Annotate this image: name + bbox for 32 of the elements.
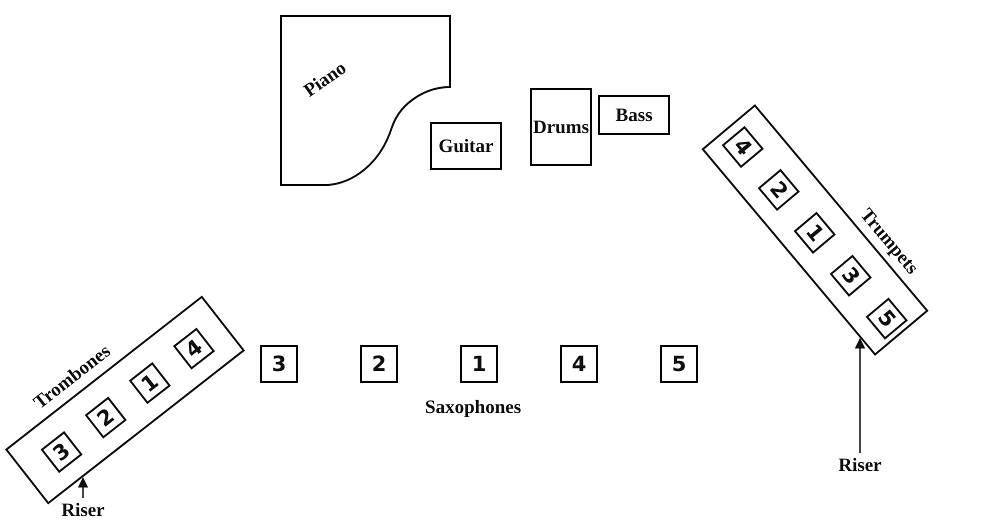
seat-number: 3 [838, 263, 864, 288]
seat-box [360, 345, 398, 383]
seat-number: 1 [138, 370, 162, 396]
riser-platform [701, 104, 929, 356]
instrument-label: Drums [533, 118, 589, 136]
seat-number: 4 [572, 354, 586, 374]
leader-arrow [78, 477, 88, 498]
seat-number: 1 [802, 220, 828, 246]
instrument-box [530, 88, 592, 166]
seat-box [460, 345, 498, 383]
seat-number: 2 [766, 178, 792, 202]
seat-box [260, 345, 298, 383]
seat-number: 3 [49, 439, 74, 465]
seat-number: 4 [182, 336, 206, 362]
instrument-label: Guitar [438, 136, 494, 156]
riser-label: Riser [835, 455, 885, 477]
seat-box [560, 345, 598, 383]
seat-number: 3 [272, 354, 286, 374]
seat-number: 5 [874, 306, 900, 331]
seat-box [660, 345, 698, 383]
section-label: Saxophones [425, 398, 522, 417]
seat-number: 1 [472, 354, 486, 374]
instrument-label: Bass [616, 106, 652, 124]
seat-number: 4 [730, 134, 756, 160]
seat-number: 2 [94, 404, 118, 430]
instrument-label: Piano [300, 58, 350, 101]
leader-arrow [854, 338, 866, 453]
seat-number: 2 [372, 354, 386, 374]
instrument-box [598, 95, 670, 135]
instrument-box [430, 122, 502, 170]
riser-label: Riser [58, 500, 108, 522]
seat-number: 5 [672, 354, 686, 374]
